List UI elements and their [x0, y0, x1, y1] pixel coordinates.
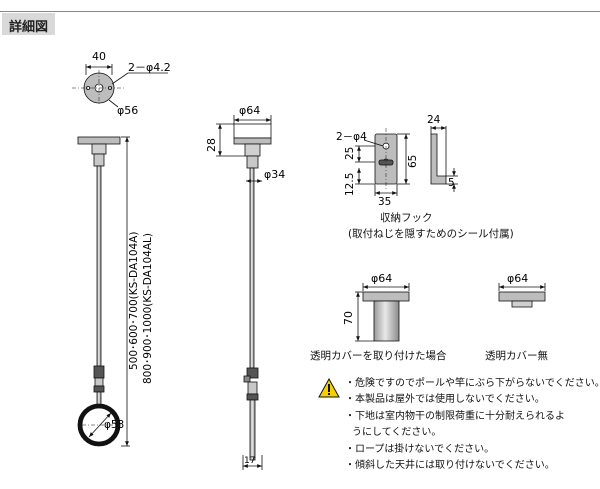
dim-flange-dia: φ56 [117, 104, 138, 117]
dim-ring-dia: φ53 [104, 419, 124, 431]
caution-notes: ・危険ですのでポールや竿にぶら下がらないでください。 ・本製品は屋外では使用しな… [345, 376, 600, 474]
hook-subcaption: (取付ねじを隠すためのシール付属) [348, 228, 514, 240]
storage-hook [355, 126, 458, 196]
pole-left [77, 136, 130, 447]
dim-hook-25: 25 [344, 147, 356, 160]
note-line: ・本製品は屋外では使用しないでください。 [345, 394, 545, 406]
dim-cover-h70: 70 [342, 311, 355, 325]
cover-without-transparent [498, 283, 546, 308]
hook-caption: 収納フック [380, 212, 433, 224]
dim-top-width: 40 [92, 50, 106, 63]
note-line: ・傾斜した天井には取り付けないでください。 [345, 460, 555, 472]
dim-bottom-width: 17 [244, 456, 255, 466]
note-line: ・危険ですのでポールや竿にぶら下がらないでください。 [345, 378, 600, 389]
dim-pipe-dia: φ34 [264, 168, 285, 181]
dim-hole: 2－φ4.2 [128, 61, 171, 74]
pole-middle [216, 115, 272, 470]
dim-hook-125: 12.5 [344, 173, 356, 196]
title-tab [2, 13, 55, 35]
dim-hook-hole: 2－φ4 [336, 131, 367, 143]
header-divider [0, 11, 600, 12]
dim-hook-35: 35 [378, 196, 391, 208]
note-line: ・ロープは掛けないでください。 [345, 443, 495, 455]
page-title: 詳細図 [9, 20, 49, 35]
dim-cover-height: 28 [205, 138, 218, 152]
note-line: ・下地は室内物干の制限荷重に十分耐えられるよ [345, 410, 565, 422]
flange-top-view [72, 64, 168, 108]
with-cover-caption: 透明カバーを取り付けた場合 [310, 350, 447, 362]
dim-length-b: 800･900･1000(KS-DA104AL) [142, 233, 154, 384]
dim-hook-5: 5 [448, 177, 455, 189]
note-line: うにしてください。 [352, 427, 442, 439]
dim-hook-65: 65 [407, 155, 419, 168]
dim-hook-w: 24 [427, 114, 441, 126]
dim-length-a: 500･600･700(KS-DA104A) [128, 232, 140, 370]
cover-with-transparent [355, 283, 410, 342]
dim-cover2-dia: φ64 [371, 272, 392, 285]
dim-cover-dia: φ64 [239, 104, 260, 117]
without-cover-caption: 透明カバー無 [485, 350, 548, 362]
dim-cover3-dia: φ64 [507, 272, 528, 285]
warning-triangle-icon [318, 378, 340, 398]
